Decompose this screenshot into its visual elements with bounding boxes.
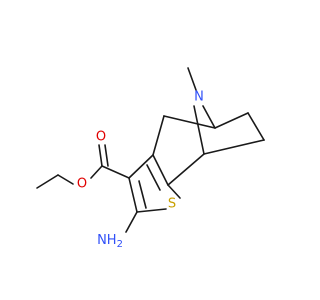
bond-bridgehead-right-ch2 [163, 115, 216, 129]
bond-c3a-c3 [128, 154, 154, 179]
atom-label-o-carbonyl: O [96, 130, 106, 145]
atom-label-o-ester: O [77, 177, 87, 192]
bond-carbonyl-c-o [98, 144, 103, 167]
bond-c2-nh2 [125, 211, 138, 233]
bond-ch2-c3a [152, 115, 165, 156]
bond-c3a-c7a [152, 154, 169, 186]
atom-label-nh: NH [97, 233, 117, 248]
bond-c3-c2 [128, 177, 138, 213]
bond-s-c2 [136, 208, 167, 213]
bond-oester-ch2 [57, 174, 74, 185]
bond-c3-carbonyl-c [101, 165, 130, 179]
bond-carbonyl-c-oester [90, 165, 103, 179]
structure-canvas: N S O O NH2 [36, 67, 265, 251]
bond-bridgehead-left-c7a [167, 153, 205, 186]
molecule-drawing: N S O O NH2 [36, 67, 265, 251]
bond-carbonyl-c-o-double [104, 144, 109, 167]
atom-label-nh2: NH2 [97, 233, 123, 251]
bond-c3a-c7a-double [146, 164, 161, 191]
atom-label-s: S [168, 197, 176, 212]
bond-bridgehead-right-c7 [214, 112, 249, 129]
bond-c7-c6 [247, 112, 265, 141]
atom-label-n-bridge: N [194, 90, 204, 105]
bond-c6-bridgehead-left [203, 139, 265, 155]
bond-n-bridgehead-right [202, 105, 216, 129]
bond-methyl-n [187, 67, 197, 91]
atom-label-nh2-subscript: 2 [117, 239, 123, 250]
bond-n-bridgehead-left [193, 105, 205, 155]
bond-c3-c2-double [138, 180, 147, 209]
bond-ch2-ch3 [36, 174, 59, 189]
bond-c7a-s [167, 184, 181, 199]
